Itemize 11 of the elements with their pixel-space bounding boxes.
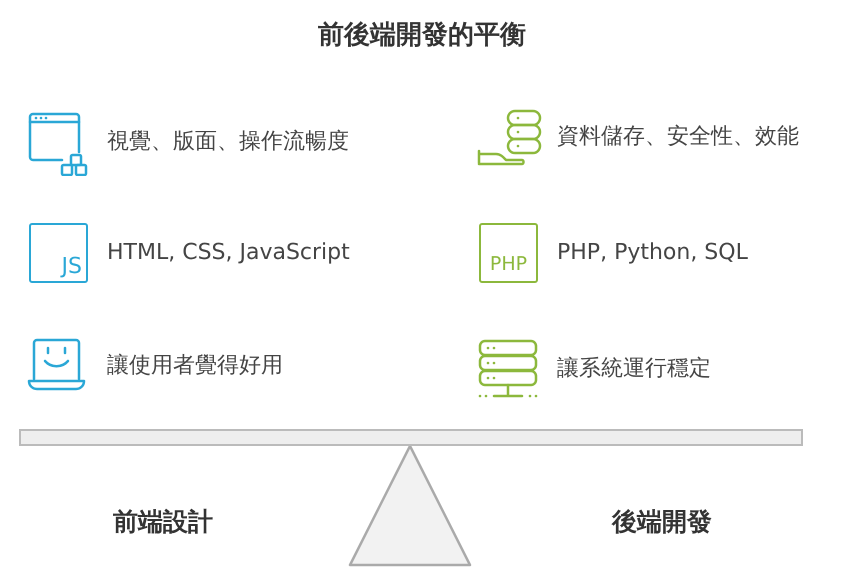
js-icon: JS bbox=[29, 223, 88, 283]
item-text: 資料儲存、安全性、效能 bbox=[557, 123, 799, 151]
item-text: 視覺、版面、操作流暢度 bbox=[107, 128, 349, 156]
item-text: 讓使用者覺得好用 bbox=[107, 352, 283, 380]
item-text: 讓系統運行穩定 bbox=[557, 355, 711, 383]
item-text: HTML, CSS, JavaScript bbox=[107, 239, 350, 267]
php-icon: PHP bbox=[479, 223, 538, 283]
item-text: PHP, Python, SQL bbox=[557, 239, 748, 267]
side-label: 後端開發 bbox=[610, 507, 713, 537]
title: 前後端開發的平衡 bbox=[317, 19, 527, 52]
side-label: 前端設計 bbox=[112, 507, 214, 537]
